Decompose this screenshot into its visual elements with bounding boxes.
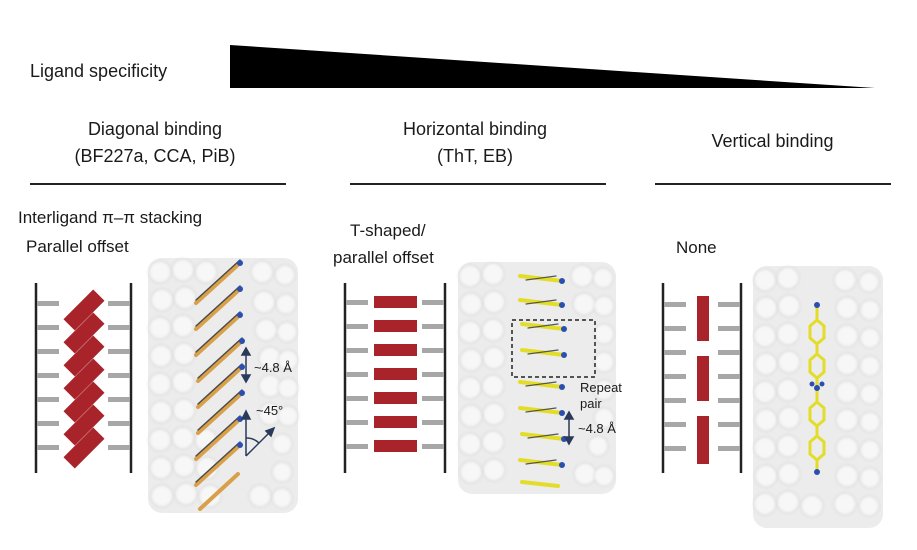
horizontal-stacking-type-1: T-shaped/ bbox=[350, 221, 426, 240]
vertical-stacking-type: None bbox=[676, 238, 717, 257]
spacing-label-horizontal: ~4.8 Å bbox=[578, 421, 616, 436]
diagonal-ligand-blocks bbox=[63, 289, 105, 469]
spacing-label-diagonal: ~4.8 Å bbox=[254, 360, 292, 375]
vertical-ligand-blocks bbox=[697, 296, 709, 464]
diagonal-schematic bbox=[34, 283, 133, 473]
spacing-arrow-1 bbox=[240, 346, 252, 384]
horizontal-schematic bbox=[343, 283, 447, 473]
diagonal-ligand-sticks bbox=[194, 259, 245, 511]
angle-indicator bbox=[240, 409, 276, 457]
vertical-schematic bbox=[661, 283, 743, 473]
vertical-title: Vertical binding bbox=[711, 131, 834, 151]
vertical-rungs bbox=[664, 302, 740, 451]
angle-label: ~45° bbox=[256, 403, 284, 418]
stacking-heading: Interligand π–π stacking bbox=[18, 208, 203, 227]
diagonal-title: Diagonal binding bbox=[87, 119, 223, 139]
horizontal-rungs bbox=[346, 300, 444, 449]
horizontal-fibril-surface bbox=[458, 262, 616, 494]
diagonal-ligands: (BF227a, CCA, PiB) bbox=[74, 146, 236, 166]
diagonal-stacking-type: Parallel offset bbox=[26, 237, 129, 256]
repeat-label-1: Repeat bbox=[580, 380, 622, 395]
diagonal-rungs bbox=[37, 301, 130, 450]
vertical-divider bbox=[655, 183, 891, 185]
horizontal-ligand-blocks bbox=[374, 296, 417, 452]
spacing-arrow-2 bbox=[563, 410, 575, 446]
horizontal-ligand-sticks bbox=[518, 274, 567, 488]
diagonal-divider bbox=[30, 183, 286, 185]
horizontal-divider bbox=[350, 183, 606, 185]
horizontal-stacking-type-2: parallel offset bbox=[333, 248, 434, 267]
vertical-ligand-sticks bbox=[808, 302, 826, 475]
repeat-label-2: pair bbox=[580, 396, 602, 411]
horizontal-ligands: (ThT, EB) bbox=[436, 146, 513, 166]
horizontal-title: Horizontal binding bbox=[402, 119, 548, 139]
ligand-specificity-label: Ligand specificity bbox=[30, 61, 168, 81]
vertical-fibril-surface bbox=[753, 266, 883, 528]
